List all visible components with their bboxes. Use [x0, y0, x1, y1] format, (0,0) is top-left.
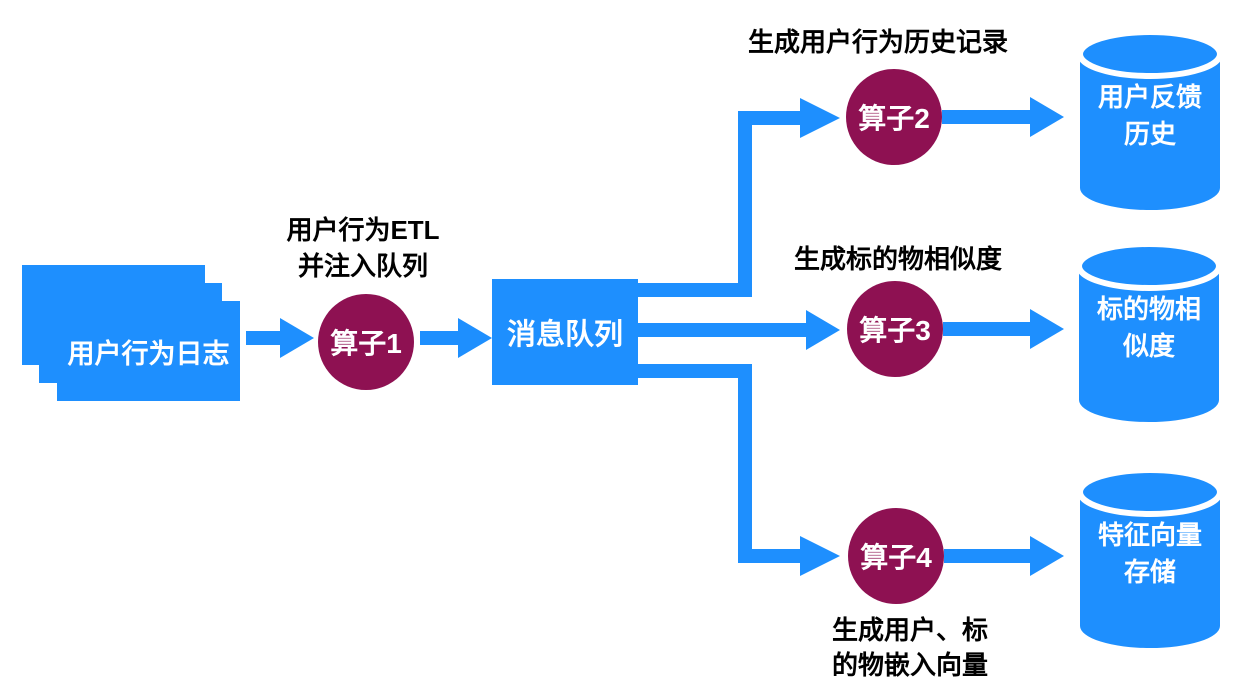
store1-label-line1: 用户反馈: [1097, 82, 1202, 112]
store3-label-line1: 特征向量: [1097, 520, 1202, 550]
store1-label-line2: 历史: [1123, 119, 1176, 149]
cylinder-body: [1079, 266, 1219, 422]
arrow-op4-to-store3-head: [1030, 536, 1064, 576]
node-store-item-similarity: 标的物相 似度: [1077, 242, 1221, 424]
arrow-op3-to-store2-head: [1030, 309, 1064, 349]
label-branch-bottom-line2: 的物嵌入向量: [831, 650, 988, 680]
cylinder-body: [1080, 492, 1220, 648]
cylinder-top: [1078, 30, 1222, 79]
store1-label: 用户反馈 历史: [1078, 79, 1222, 153]
label-branch-bottom-line1: 生成用户、标: [831, 615, 988, 645]
stacked-page-front: 用户行为日志: [57, 301, 240, 401]
label-branch-bottom: 生成用户、标 的物嵌入向量: [750, 613, 1070, 683]
store2-label-line2: 似度: [1122, 331, 1175, 361]
label-branch-middle: 生成标的物相似度: [793, 244, 1002, 274]
queue-label: 消息队列: [506, 319, 623, 351]
elbow-queue-to-op4: [638, 364, 802, 563]
node-store-feature-vectors: 特征向量 存储: [1078, 468, 1222, 650]
cylinder-top: [1077, 242, 1221, 291]
store2-label: 标的物相 似度: [1077, 291, 1221, 365]
cylinder-top: [1078, 468, 1222, 517]
label-etl: 用户行为ETL 并注入队列: [203, 212, 523, 284]
node-message-queue: 消息队列: [492, 279, 638, 385]
database-cylinder-icon: [1077, 242, 1221, 422]
store3-label-line2: 存储: [1123, 557, 1176, 587]
node-operator-1: 算子1: [318, 294, 414, 390]
database-cylinder-icon: [1078, 468, 1222, 648]
operator-4-label: 算子4: [860, 542, 932, 573]
label-branch-top: 生成用户行为历史记录: [747, 27, 1008, 57]
arrow-queue-to-op4-head: [800, 536, 840, 576]
elbow-queue-to-op2: [638, 111, 802, 297]
arrow-op1-to-queue-head: [458, 318, 492, 358]
operator-1-label: 算子1: [330, 328, 402, 359]
node-operator-3: 算子3: [847, 281, 943, 377]
node-store-user-feedback-history: 用户反馈 历史: [1078, 30, 1222, 212]
store2-label-line1: 标的物相: [1096, 294, 1201, 324]
arrow-queue-to-op3-head: [806, 310, 840, 350]
cylinder-body: [1080, 54, 1220, 210]
arrow-logs-to-op1-head: [280, 318, 314, 358]
arrow-op2-to-store1-head: [1030, 97, 1064, 137]
label-etl-line1: 用户行为ETL: [286, 215, 440, 245]
node-operator-4: 算子4: [848, 508, 944, 604]
store3-label: 特征向量 存储: [1078, 517, 1222, 591]
operator-2-label: 算子2: [858, 103, 930, 134]
operator-3-label: 算子3: [859, 315, 931, 346]
arrow-queue-to-op2-head: [800, 98, 840, 138]
label-etl-line2: 并注入队列: [297, 251, 428, 281]
source-label: 用户行为日志: [67, 338, 230, 369]
node-operator-2: 算子2: [846, 69, 942, 165]
database-cylinder-icon: [1078, 30, 1222, 210]
